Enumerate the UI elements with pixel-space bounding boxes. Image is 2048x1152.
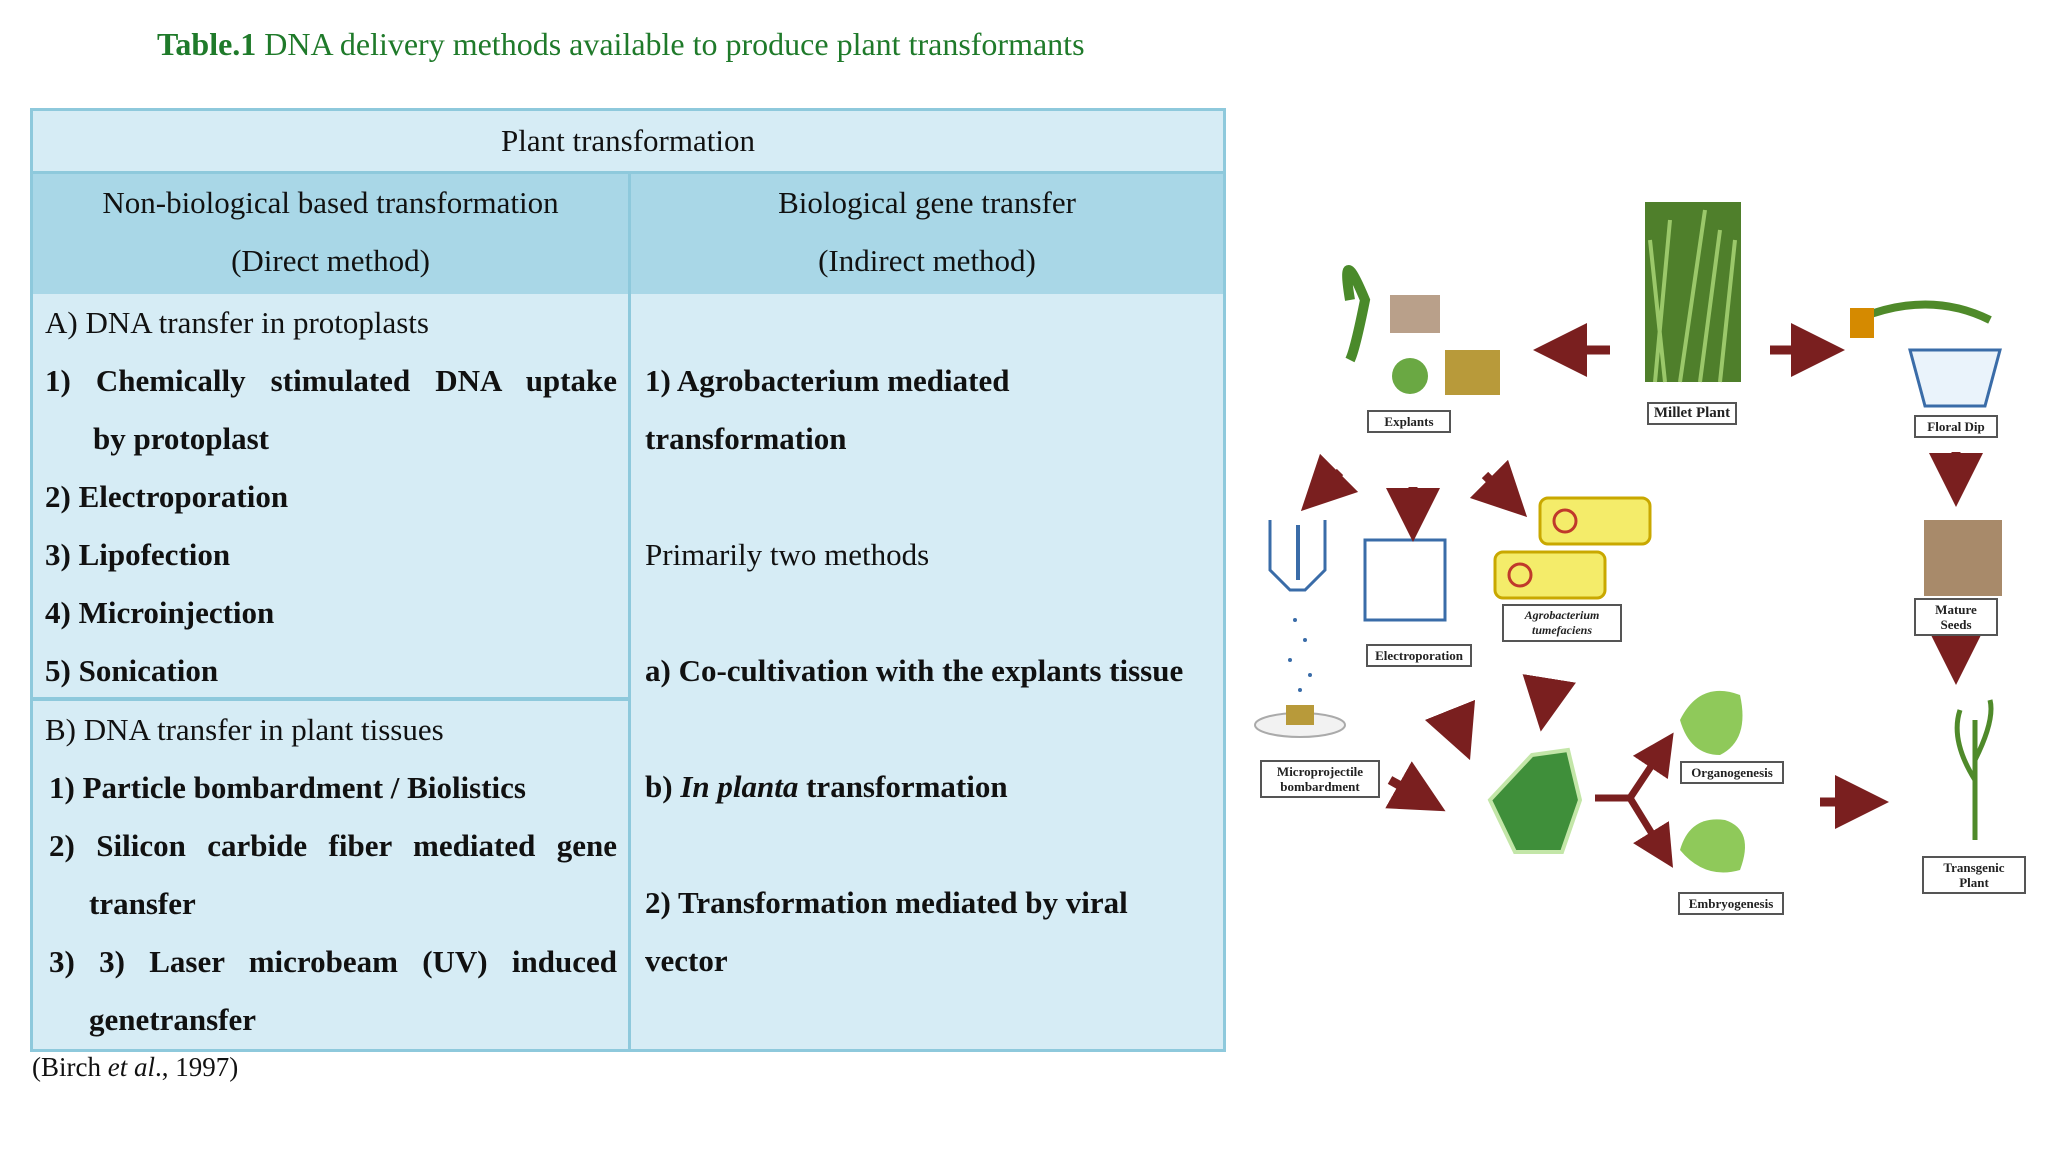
caption-text: DNA delivery methods available to produc…: [256, 26, 1085, 62]
electroporation-image: [1363, 538, 1447, 622]
mature-seeds-image: [1924, 520, 2002, 596]
label-millet-plant: Millet Plant: [1647, 402, 1737, 425]
section-b-item3-line1: 3) 3) Laser microbeam (UV) induced: [49, 944, 617, 979]
right-header-line1: Biological gene transfer: [778, 185, 1076, 220]
transformation-table: Plant transformation Non-biological base…: [30, 108, 1226, 1052]
floral-dip-image: [1850, 300, 2002, 408]
right-header-line2: (Indirect method): [818, 243, 1036, 278]
left-column-header: Non-biological based transformation (Dir…: [33, 174, 631, 294]
section-a-item1-line1: 1) Chemically stimulated DNA uptake: [45, 363, 617, 398]
right-item-b-italic: In planta: [680, 769, 799, 804]
section-a: A) DNA transfer in protoplasts 1) Chemic…: [45, 294, 617, 700]
right-item2-line2: vector: [645, 943, 728, 978]
agrobacterium-image: [1493, 496, 1652, 600]
embryogenesis-image: [1680, 819, 1745, 873]
section-a-item5: 5) Sonication: [45, 653, 219, 688]
section-b-item1: 1) Particle bombardment / Biolistics: [49, 770, 526, 805]
right-item-a: a) Co-cultivation with the explants tiss…: [645, 653, 1184, 688]
section-b-item2-line2: transfer: [89, 886, 196, 921]
section-b-item2-line1: 2) Silicon carbide fiber mediated gene: [49, 828, 617, 863]
section-a-item4: 4) Microinjection: [45, 595, 275, 630]
caption-prefix: Table.1: [157, 26, 257, 62]
label-organogenesis: Organogenesis: [1680, 761, 1784, 784]
label-agrobacterium: Agrobacterium tumefaciens: [1502, 604, 1622, 642]
citation-open: (Birch: [32, 1052, 108, 1082]
section-a-item3: 3) Lipofection: [45, 537, 231, 572]
label-microprojectile: Microprojectile bombardment: [1260, 760, 1380, 798]
label-mature-seeds: Mature Seeds: [1914, 598, 1998, 636]
plant-cell-image: [1487, 747, 1583, 854]
diagram-arrows: [1300, 323, 1983, 829]
millet-plant-image: [1645, 202, 1741, 383]
right-item1-line1: 1) Agrobacterium mediated: [645, 363, 1010, 398]
organogenesis-image: [1680, 690, 1743, 755]
column-divider: [628, 174, 631, 1052]
explants-image: [1342, 265, 1500, 395]
branch-arrows: [1595, 732, 1674, 868]
right-item-b: b) In planta transformation: [645, 758, 1215, 816]
section-divider: [33, 697, 628, 701]
label-explants: Explants: [1367, 410, 1451, 433]
transformation-diagram: Explants Millet Plant Floral Dip Electro…: [1250, 180, 2040, 940]
section-a-heading: A) DNA transfer in protoplasts: [45, 305, 429, 340]
right-item1-line2: transformation: [645, 421, 847, 456]
section-b-heading: B) DNA transfer in plant tissues: [45, 712, 444, 747]
microprojectile-image: [1254, 520, 1346, 738]
table-title: Plant transformation: [33, 111, 1223, 174]
right-item2-line1: 2) Transformation mediated by viral: [645, 885, 1128, 920]
label-electroporation: Electroporation: [1366, 644, 1472, 667]
section-a-item1-line2: by protoplast: [93, 421, 269, 456]
section-b: B) DNA transfer in plant tissues 1) Part…: [45, 701, 617, 1049]
right-column-body: 1) Agrobacterium mediated transformation…: [645, 352, 1215, 990]
left-header-line1: Non-biological based transformation: [102, 185, 559, 220]
right-item-b-suffix: transformation: [798, 769, 1008, 804]
label-floral-dip: Floral Dip: [1914, 415, 1998, 438]
table-caption: Table.1 DNA delivery methods available t…: [157, 26, 1085, 63]
citation: (Birch et al., 1997): [32, 1052, 238, 1083]
section-b-item3-line2: genetransfer: [89, 1002, 256, 1037]
citation-close: ., 1997): [154, 1052, 239, 1082]
label-transgenic-plant: Transgenic Plant: [1922, 856, 2026, 894]
section-a-item2: 2) Electroporation: [45, 479, 289, 514]
right-column-header: Biological gene transfer (Indirect metho…: [631, 174, 1223, 294]
transgenic-plant-image: [1954, 699, 1994, 840]
left-header-line2: (Direct method): [231, 243, 430, 278]
right-intro: Primarily two methods: [645, 537, 930, 572]
citation-italic: et al: [107, 1052, 155, 1082]
diagram-graphics: [1254, 202, 2002, 873]
right-item-b-prefix: b): [645, 769, 681, 804]
label-embryogenesis: Embryogenesis: [1678, 892, 1784, 915]
